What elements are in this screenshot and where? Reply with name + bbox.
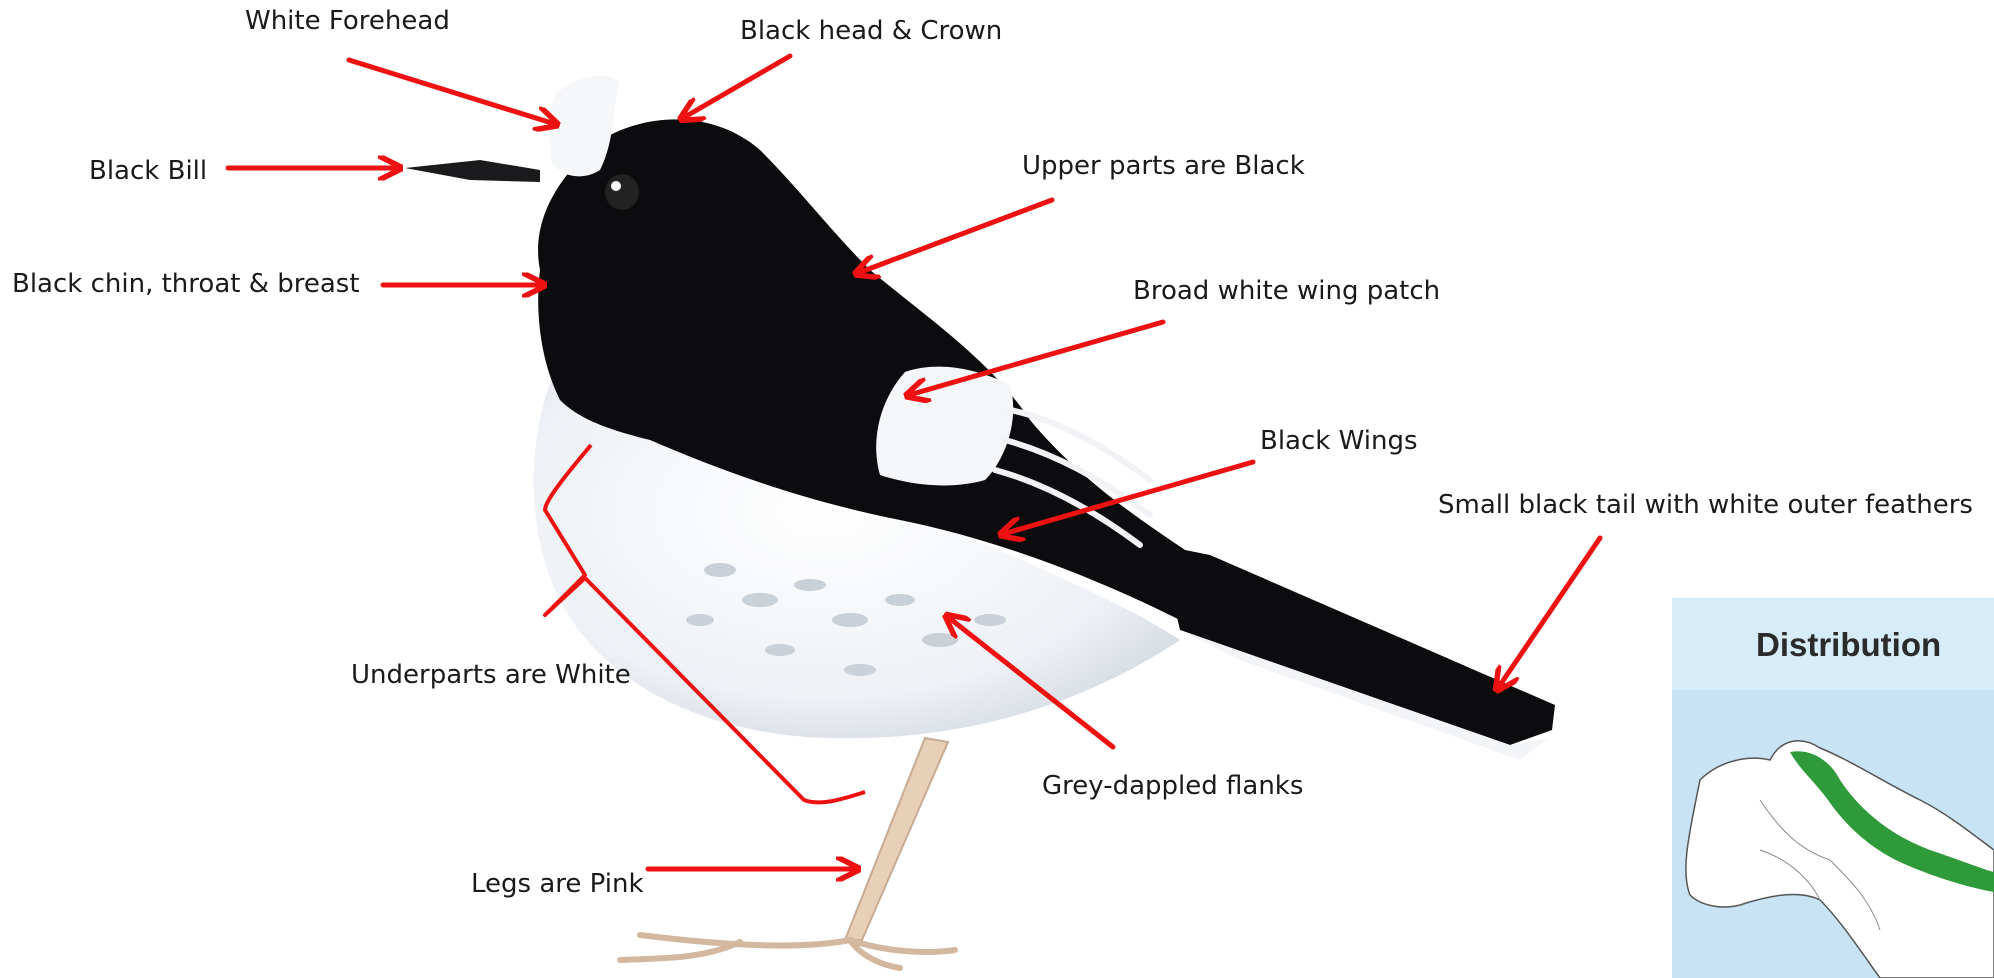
arrow-white-forehead xyxy=(349,60,555,124)
label-black-chin: Black chin, throat & breast xyxy=(12,271,360,297)
label-underparts: Underparts are White xyxy=(351,662,631,688)
label-tail: Small black tail with white outer feathe… xyxy=(1438,492,1973,518)
bird-leg xyxy=(845,738,948,940)
label-legs: Legs are Pink xyxy=(471,871,644,897)
label-black-head-crown: Black head & Crown xyxy=(740,18,1002,44)
bird-eye xyxy=(605,174,639,210)
arrow-upper-parts xyxy=(858,200,1052,273)
bird xyxy=(405,76,1555,968)
label-black-wings: Black Wings xyxy=(1260,428,1418,454)
arrow-black-head xyxy=(683,56,790,118)
label-flanks: Grey-dappled flanks xyxy=(1042,773,1303,799)
distribution-map xyxy=(1672,690,1994,978)
label-wing-patch: Broad white wing patch xyxy=(1133,278,1440,304)
label-black-bill: Black Bill xyxy=(89,158,207,184)
label-upper-parts: Upper parts are Black xyxy=(1022,153,1305,179)
bird-eye-highlight xyxy=(611,181,621,191)
bird-bill xyxy=(405,160,540,182)
bird-feet xyxy=(620,935,955,968)
distribution-title: Distribution xyxy=(1756,628,1941,661)
arrow-tail xyxy=(1498,538,1600,688)
label-white-forehead: White Forehead xyxy=(245,8,450,34)
